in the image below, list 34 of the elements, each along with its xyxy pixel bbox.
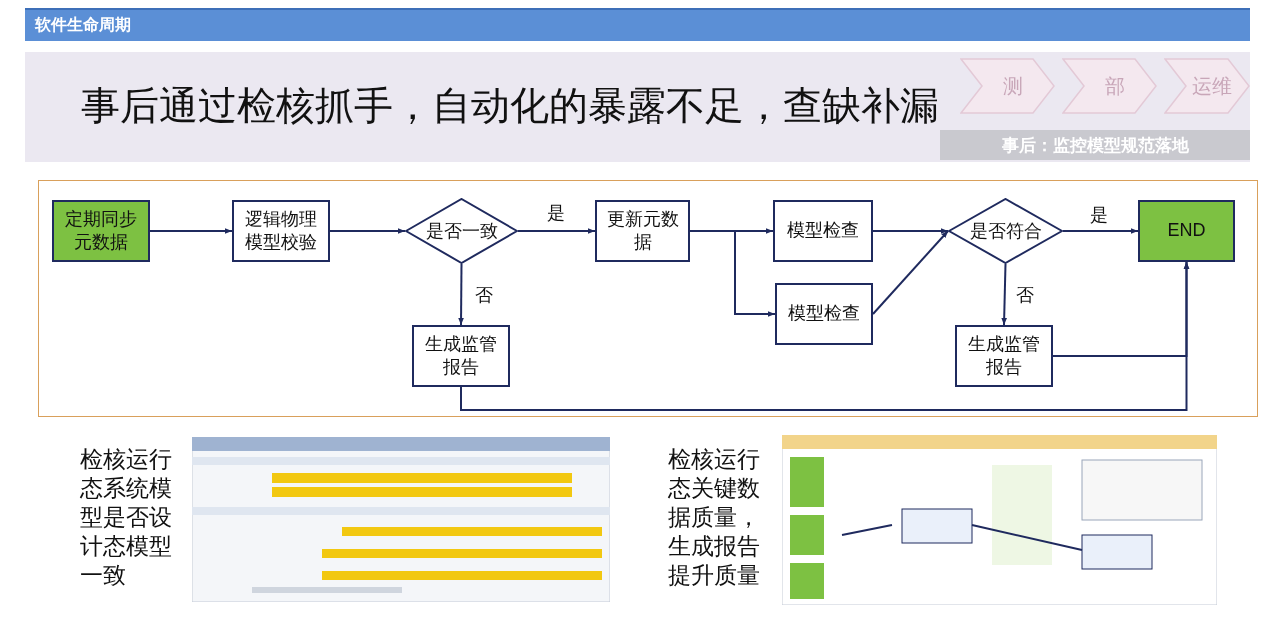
edge-label: 是 xyxy=(1088,203,1110,227)
arrow xyxy=(149,228,233,234)
arrow xyxy=(1062,228,1139,234)
arrow xyxy=(460,261,1190,411)
arrow xyxy=(872,230,949,315)
stage-tab xyxy=(960,58,1055,114)
arrow xyxy=(458,263,464,326)
arrow xyxy=(329,228,406,234)
stage-label: 测 xyxy=(1001,73,1024,99)
header-bar: 软件生命周期 xyxy=(25,8,1250,41)
process-box: END xyxy=(1138,200,1235,262)
description-text: 检核运行态系统模型是否设计态模型一致 xyxy=(80,445,173,590)
process-box: 更新元数据 xyxy=(595,200,690,262)
process-box: 逻辑物理模型校验 xyxy=(232,200,330,262)
arrow xyxy=(872,228,949,234)
process-box: 模型检查 xyxy=(775,283,873,345)
process-box: 生成监管报告 xyxy=(412,325,510,387)
process-box: 定期同步元数据 xyxy=(52,200,150,262)
stage-tab xyxy=(1062,58,1157,114)
arrow xyxy=(517,228,596,234)
decision-text: 是否符合 xyxy=(968,220,1043,243)
stage-label: 运维 xyxy=(1191,73,1233,99)
process-box: 生成监管报告 xyxy=(955,325,1053,387)
stage-label: 部 xyxy=(1103,73,1126,99)
slide-title: 事后通过检核抓手，自动化的暴露不足，查缺补漏 xyxy=(80,83,940,129)
decision-diamond xyxy=(948,198,1063,264)
decision-diamond xyxy=(405,198,518,264)
description-text: 检核运行态关键数据质量，生成报告提升质量 xyxy=(668,445,761,590)
edge-label: 是 xyxy=(545,201,567,225)
process-box: 模型检查 xyxy=(773,200,873,262)
arrow xyxy=(689,230,776,317)
stage-tab xyxy=(1164,58,1250,114)
arrow xyxy=(1001,263,1007,326)
decision-text: 是否一致 xyxy=(424,220,499,243)
